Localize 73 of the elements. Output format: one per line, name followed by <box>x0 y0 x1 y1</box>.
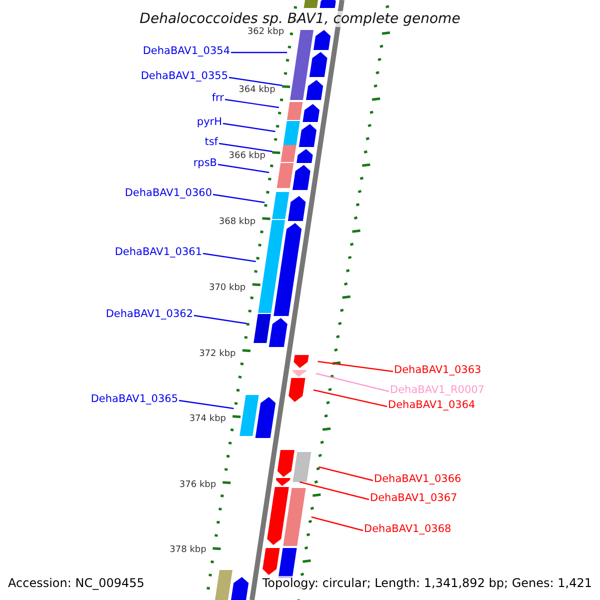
scale-label: 366 kbp <box>228 151 266 162</box>
gene-label: DehaBAV1_0366 <box>374 473 462 486</box>
gene-bar <box>258 220 285 313</box>
gene-label: DehaBAV1_0368 <box>364 523 452 536</box>
leader-line <box>222 122 276 132</box>
leader-line <box>300 481 370 500</box>
leader-line <box>313 389 388 408</box>
gene-bar <box>276 163 294 188</box>
gene-bar <box>292 165 310 190</box>
gene-label: DehaBAV1_0355 <box>140 70 228 83</box>
gene-label: DehaBAV1_R0007 <box>390 384 484 397</box>
gene-bar <box>287 102 303 120</box>
scale-label: 362 kbp <box>247 27 284 38</box>
gene-bar <box>280 145 296 162</box>
leader-line <box>218 164 270 174</box>
leader-line <box>228 76 282 86</box>
gene-bar <box>290 75 307 100</box>
gene-label: DehaBAV1_0360 <box>124 187 212 200</box>
leader-line <box>311 516 364 532</box>
gene-label: tsf <box>204 136 218 149</box>
scale-label: 376 kbp <box>179 480 216 491</box>
gene-bar <box>254 314 271 343</box>
gene-bar <box>292 452 312 482</box>
scale-label: 374 kbp <box>189 414 226 425</box>
scale-label: 372 kbp <box>199 349 236 360</box>
gene-label: DehaBAV1_0362 <box>106 308 193 321</box>
gene-label: rpsB <box>193 157 217 170</box>
accession-text: Accession: NC_009455 <box>8 576 144 590</box>
scale-label: 364 kbp <box>238 85 276 96</box>
gene-bar <box>309 52 328 77</box>
gene-bar <box>296 149 313 163</box>
leader-line <box>316 372 390 392</box>
scale-label: 368 kbp <box>218 217 256 228</box>
gene-bar <box>302 104 320 122</box>
gene-bar <box>230 577 249 600</box>
scale-label: 370 kbp <box>208 283 246 294</box>
gene-bar <box>283 121 300 145</box>
gene-label: frr <box>212 92 224 105</box>
leader-line <box>202 252 256 262</box>
gene-label: DehaBAV1_0363 <box>394 364 482 377</box>
gene-bar <box>262 548 280 575</box>
gene-bar <box>272 192 290 219</box>
gene-label: DehaBAV1_0367 <box>370 492 458 505</box>
gene-label: DehaBAV1_0365 <box>90 393 178 406</box>
leader-line <box>178 400 234 410</box>
gene-bar <box>306 80 324 100</box>
title: Dehalococcoides sp. BAV1, complete genome <box>140 11 460 27</box>
gene-bar <box>240 395 259 436</box>
gene-label: DehaBAV1_0354 <box>142 45 230 58</box>
gene-bar <box>304 0 319 8</box>
gene-label: pyrH <box>196 116 222 129</box>
leader-line <box>224 98 279 108</box>
gene-bar <box>274 223 302 316</box>
gene-bar <box>283 488 306 546</box>
gene-bar <box>288 196 306 221</box>
gene-bar <box>268 318 288 347</box>
gene-bar <box>278 548 297 578</box>
scale-label: 378 kbp <box>170 545 206 556</box>
leader-line <box>318 466 374 482</box>
gene-bar <box>298 124 316 147</box>
leader-line <box>194 314 247 324</box>
gene-bar <box>214 570 232 600</box>
leader-line <box>318 360 394 372</box>
leader-line <box>212 194 265 204</box>
genome-summary-text: Topology: circular; Length: 1,341,892 bp; Genes: 1,421 <box>262 576 592 590</box>
gene-label: DehaBAV1_0364 <box>388 399 476 412</box>
leader-line <box>231 52 288 54</box>
gene-label: DehaBAV1_0361 <box>114 246 202 259</box>
gene-bar <box>288 378 306 402</box>
leader-line <box>218 142 272 152</box>
gene-bar <box>255 397 276 438</box>
gene-bar <box>320 0 336 8</box>
gene-bar <box>294 355 309 368</box>
